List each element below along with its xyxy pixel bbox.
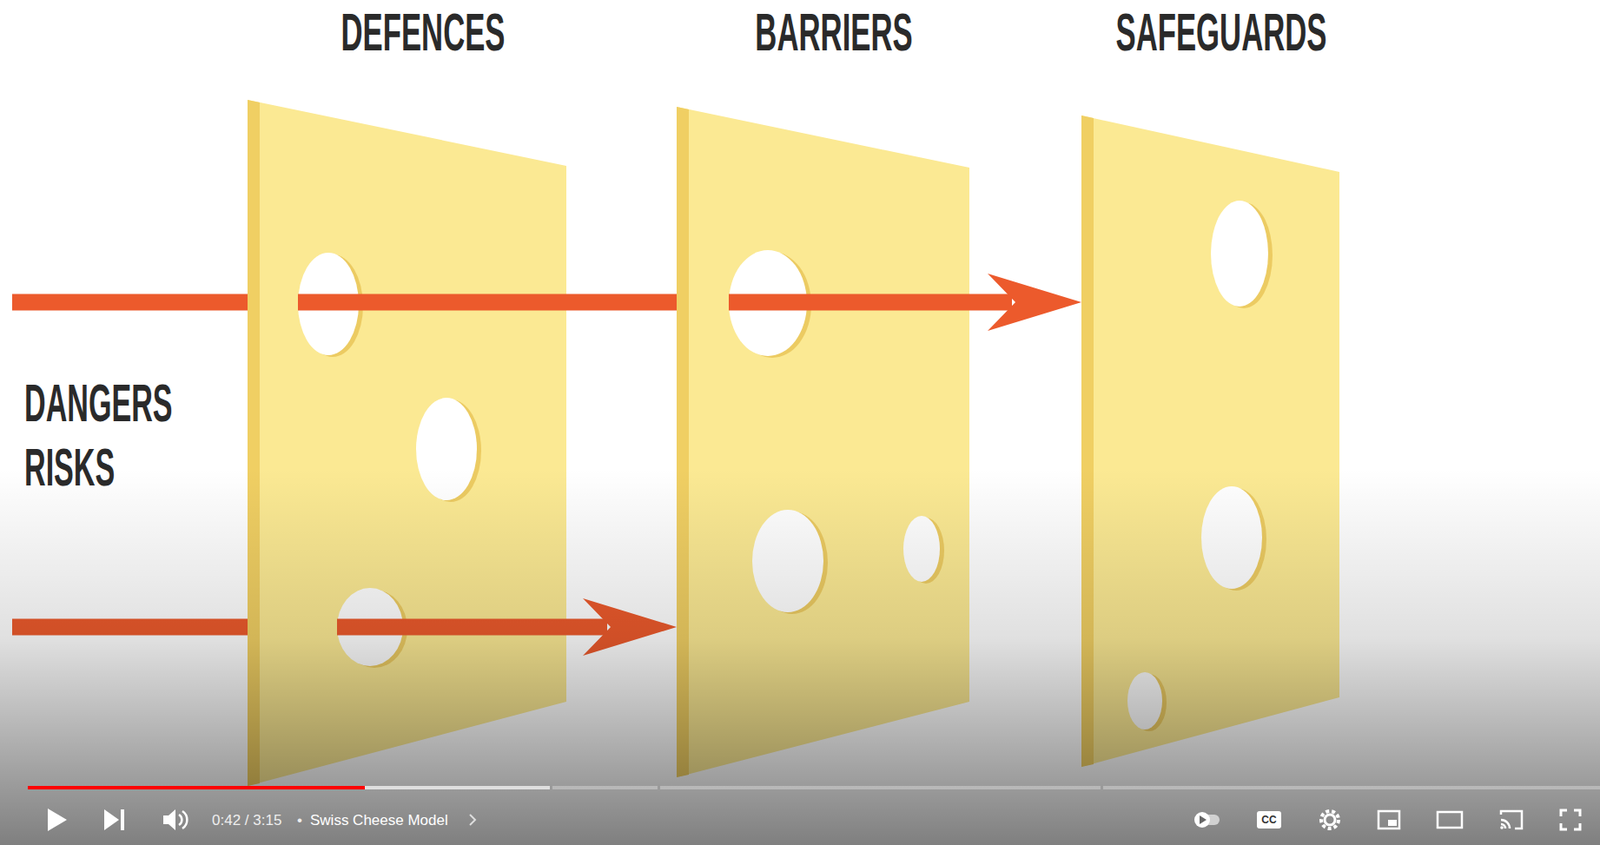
captions-button: CC (1261, 814, 1277, 826)
cheese-hole (1210, 200, 1269, 307)
cheese-hole (752, 509, 824, 613)
play-icon (47, 808, 67, 832)
risk-arrow (566, 302, 677, 304)
risk-label: DANGERS RISKS (24, 370, 187, 500)
video-time: 0:42 / 3:15 (211, 813, 282, 828)
cheese-hole (728, 250, 807, 357)
progress-buffer (364, 786, 552, 790)
video-title: Swiss Cheese Model (310, 813, 449, 828)
risk-arrow (969, 273, 1082, 331)
progress-track (27, 786, 1600, 790)
slice-edge (247, 99, 260, 787)
slice-face (247, 99, 567, 787)
volume-wave (178, 814, 182, 826)
volume-wave (182, 811, 187, 829)
cast-wave (1500, 819, 1510, 829)
cheese-hole (1201, 486, 1263, 589)
slice-heading: BARRIERS (754, 5, 913, 60)
slice-face (1081, 115, 1340, 767)
arrow-shaft (566, 294, 677, 311)
title-separator: • (297, 813, 303, 828)
risk-arrow (566, 598, 677, 656)
cheese-hole (903, 515, 940, 582)
slice-edge (1081, 115, 1094, 767)
arrow-shaft (12, 294, 248, 311)
cheese-hole (416, 397, 477, 501)
cheese-slice: BARRIERS (676, 106, 970, 778)
arrow-shaft (969, 294, 1012, 311)
cheese-hole (337, 588, 404, 667)
slice-heading: DEFENCES (340, 5, 505, 60)
cast-wave (1500, 824, 1506, 829)
autoplay-play (1199, 815, 1207, 825)
theater-icon (1437, 812, 1462, 828)
miniplayer-icon (1378, 811, 1400, 829)
cheese-hole (297, 252, 359, 356)
chapter-gap (657, 784, 661, 792)
arrow-head (987, 273, 1082, 331)
progress-played (27, 786, 365, 790)
cast-icon (1500, 811, 1522, 829)
cheese-slice: DEFENCES (247, 99, 567, 787)
volume-icon (163, 809, 176, 831)
cheese-slice: SAFEGUARDS (1081, 115, 1340, 767)
settings-teeth (1321, 811, 1339, 829)
fullscreen-icon (1560, 810, 1581, 830)
autoplay-knob (1194, 812, 1210, 828)
slice-face (676, 106, 970, 778)
cheese-hole (1127, 672, 1163, 730)
next-icon-bar (120, 809, 125, 831)
arrow-shaft (12, 619, 248, 636)
cast-dot (1500, 826, 1504, 830)
slice-shape (247, 99, 567, 787)
arrow-shaft (566, 619, 608, 636)
cc-badge (1256, 811, 1282, 829)
arrow-head (582, 598, 677, 656)
slice-shape (1081, 115, 1340, 767)
slice-edge (676, 106, 689, 778)
settings-gear (1324, 814, 1336, 826)
next-icon (104, 809, 120, 831)
slice-heading: SAFEGUARDS (1115, 5, 1327, 60)
chapter-chevron (469, 814, 476, 826)
autoplay-track (1195, 814, 1220, 826)
chapter-gap (549, 784, 553, 792)
chapter-gap (1100, 784, 1104, 792)
slice-shape (676, 106, 970, 778)
miniplayer-inner (1388, 819, 1397, 827)
